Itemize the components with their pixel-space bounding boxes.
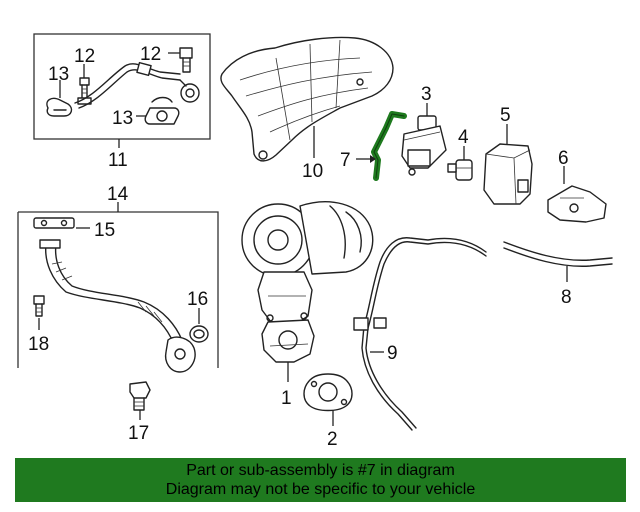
gasket-13-right bbox=[136, 96, 180, 125]
callout-18: 18 bbox=[28, 334, 49, 355]
sensor-4 bbox=[447, 146, 473, 181]
module-5 bbox=[483, 124, 533, 205]
callout-3: 3 bbox=[421, 84, 432, 105]
turbocharger-1 bbox=[241, 201, 374, 382]
group-box-11 bbox=[33, 33, 211, 148]
bolt-18 bbox=[33, 295, 45, 330]
callout-12a: 12 bbox=[74, 46, 95, 67]
callout-13a: 13 bbox=[48, 64, 69, 85]
oil-feed-pipe bbox=[74, 61, 200, 109]
callout-1: 1 bbox=[281, 388, 292, 409]
group-box-14 bbox=[17, 202, 219, 368]
vacuum-hose-9 bbox=[353, 237, 487, 431]
bracket-6 bbox=[547, 166, 607, 223]
callout-6: 6 bbox=[558, 148, 569, 169]
solenoid-valve-3 bbox=[401, 103, 447, 176]
gasket-2 bbox=[303, 373, 353, 426]
callout-11: 11 bbox=[108, 150, 128, 171]
callout-13b: 13 bbox=[112, 108, 133, 129]
callout-5: 5 bbox=[500, 105, 511, 126]
callout-9: 9 bbox=[387, 343, 398, 364]
callout-16: 16 bbox=[187, 289, 208, 310]
highlighted-part-7 bbox=[356, 111, 407, 181]
banner-line-1: Part or sub-assembly is #7 in diagram bbox=[186, 462, 455, 479]
callout-12b: 12 bbox=[140, 44, 161, 65]
callout-15: 15 bbox=[94, 220, 115, 241]
heat-shield bbox=[220, 36, 394, 162]
banner-line-2: Diagram may not be specific to your vehi… bbox=[165, 481, 476, 498]
bolt-12-right bbox=[168, 47, 193, 73]
callout-4: 4 bbox=[458, 127, 469, 148]
clamp-13-left bbox=[46, 80, 73, 117]
callout-2: 2 bbox=[327, 429, 338, 450]
bolt-12-left bbox=[77, 64, 92, 105]
callout-7: 7 bbox=[340, 150, 351, 171]
callout-17: 17 bbox=[128, 423, 149, 444]
gasket-16 bbox=[189, 308, 209, 343]
part-info-banner: Part or sub-assembly is #7 in diagram Di… bbox=[15, 458, 626, 502]
callout-14: 14 bbox=[107, 184, 129, 205]
bolt-17 bbox=[129, 381, 151, 420]
oil-return-pipe bbox=[33, 217, 196, 373]
hose-8 bbox=[503, 241, 613, 282]
callout-8: 8 bbox=[561, 287, 572, 308]
parts-diagram: 1 2 3 4 5 6 7 8 9 10 11 12 12 13 13 14 1… bbox=[17, 33, 613, 450]
callout-10: 10 bbox=[302, 161, 323, 182]
